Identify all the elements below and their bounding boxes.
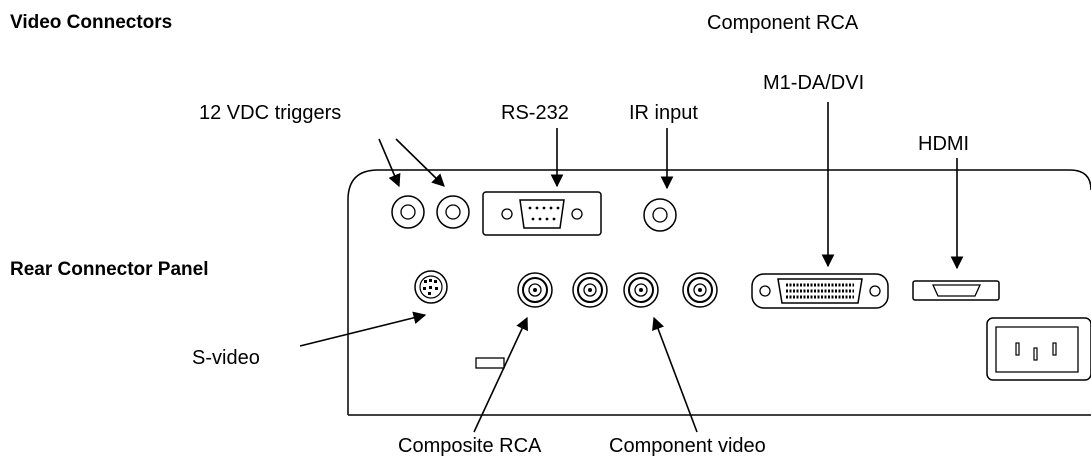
composite-rca-label: Composite RCA bbox=[398, 435, 542, 457]
s-video-port bbox=[414, 270, 448, 304]
panel-slot bbox=[475, 357, 505, 369]
ir-input-jack bbox=[643, 198, 677, 232]
arrow-composite bbox=[473, 316, 528, 433]
ir-input-label: IR input bbox=[629, 102, 698, 124]
rs232-port bbox=[482, 191, 602, 236]
panel-outline bbox=[347, 169, 1091, 415]
trigger-jack-1 bbox=[391, 195, 425, 229]
dvi-port bbox=[751, 273, 889, 309]
component-rca-jack-1 bbox=[572, 272, 608, 308]
ac-power-inlet bbox=[986, 317, 1091, 381]
hdmi-port bbox=[912, 280, 1000, 301]
s-video-label: S-video bbox=[192, 347, 260, 369]
component-video-label: Component video bbox=[609, 435, 766, 457]
arrow-vdc-1 bbox=[378, 138, 401, 188]
composite-rca-jack bbox=[517, 272, 553, 308]
arrow-s-video bbox=[299, 311, 427, 347]
rs232-label: RS-232 bbox=[501, 102, 569, 124]
arrow-component-video bbox=[652, 316, 698, 433]
trigger-jack-2 bbox=[436, 195, 470, 229]
component-rca-jack-2 bbox=[623, 272, 659, 308]
m1-da-dvi-label: M1-DA/DVI bbox=[763, 72, 865, 94]
arrow-vdc-2 bbox=[395, 138, 445, 187]
rear-connector-panel-heading: Rear Connector Panel bbox=[10, 259, 209, 280]
component-rca-top-label: Component RCA bbox=[707, 12, 859, 34]
hdmi-label: HDMI bbox=[918, 133, 970, 155]
video-connectors-heading: Video Connectors bbox=[10, 12, 173, 33]
vdc-triggers-label: 12 VDC triggers bbox=[199, 102, 342, 124]
component-rca-jack-3 bbox=[682, 272, 718, 308]
